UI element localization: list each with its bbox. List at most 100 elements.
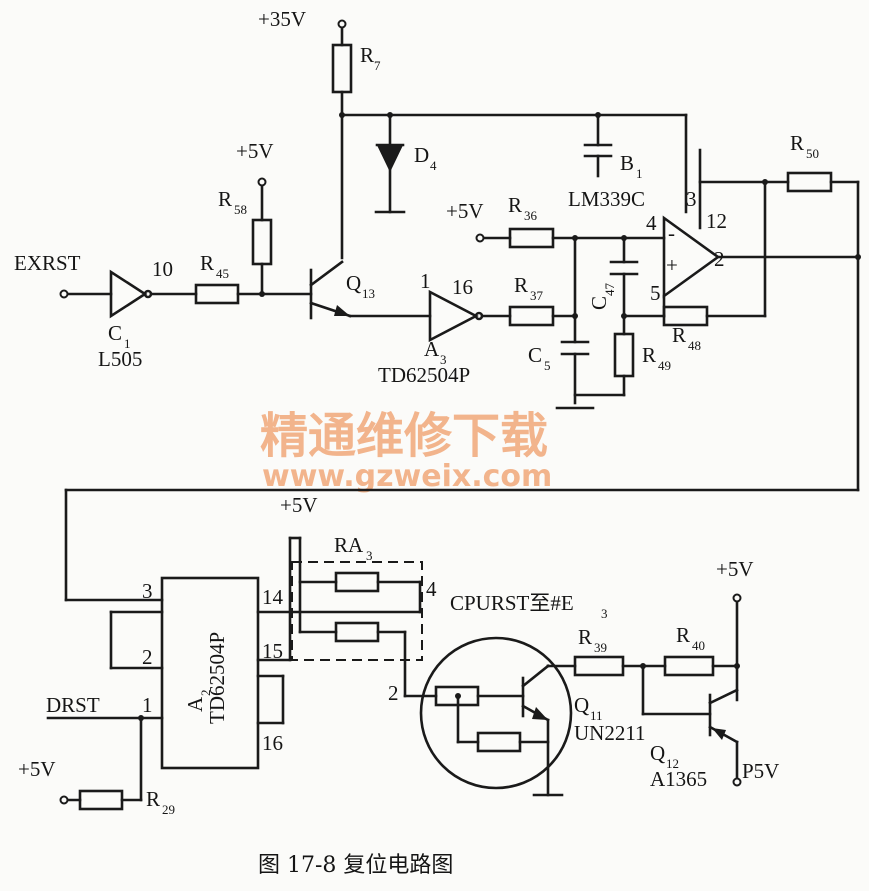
label-r40: R [676,623,690,647]
watermark: 精通维修下载 www.gzweix.com [260,408,552,494]
label-a3-pin1: 1 [420,269,431,293]
label-c1: C [108,321,122,345]
label-5v-c: +5V [280,493,318,517]
resistor-ra3-1 [334,571,380,593]
label-op-pin12: 12 [706,209,727,233]
label-a2-pin14: 14 [262,585,284,609]
label-a3-sub: 3 [440,352,447,367]
label-5v-d: +5V [18,757,56,781]
terminals [59,19,742,805]
label-r58-sub: 58 [234,202,247,217]
label-a2-sub: 2 [198,690,213,697]
resistor-ra3-2 [334,621,380,643]
label-a3-pin16: 16 [452,275,473,299]
label-lm339c: LM339C [568,187,645,211]
label-l505: L505 [98,347,142,371]
label-a2-pin16: 16 [262,731,283,755]
label-a3: A [424,337,440,361]
label-p5v: P5V [742,759,779,783]
resistor-r37 [508,305,555,327]
label-r50-sub: 50 [806,146,819,161]
label-cpurst: CPURST至#E [450,591,574,615]
resistor-q11-be [476,731,522,753]
resistor-r49 [613,332,635,378]
resistor-r29 [78,789,124,811]
label-op-minus: - [668,221,675,245]
label-ra3-sub: 3 [366,548,373,563]
diode-d4 [376,144,404,173]
label-r7: R [360,43,374,67]
label-r45-sub: 45 [216,266,229,281]
label-exrst: EXRST [14,251,81,275]
label-b1: B [620,151,634,175]
label-q12-sub: 12 [666,756,679,771]
label-ra3: RA [334,533,364,557]
watermark-title: 精通维修下载 [260,408,548,464]
figure-caption: 图 17-8 复位电路图 [258,853,453,878]
label-d4-sub: 4 [430,158,437,173]
labels: +35V R 7 D 4 B 1 LM339C +5V R 58 EXRST 1… [14,7,819,817]
label-c5-sub: 5 [544,358,551,373]
label-a2-pin2: 2 [142,645,153,669]
label-q13: Q [346,271,361,295]
junction-dots [138,112,861,721]
label-r36-sub: 36 [524,208,538,223]
label-r48: R [672,323,686,347]
label-ra3-pin4: 4 [426,577,437,601]
label-c5: C [528,343,542,367]
q11-emitter-arrow [532,707,548,720]
label-a3-part: TD62504P [378,363,470,387]
label-5v-b: +5V [446,199,484,223]
label-r45: R [200,251,214,275]
ra3-package-outline [291,561,423,661]
label-cpurst-sub: 3 [601,606,608,621]
label-op-pin3: 3 [686,187,697,211]
ic-a2 [160,576,260,770]
label-op-plus: + [666,253,678,277]
resistor-r36 [508,227,555,249]
label-r50: R [790,131,804,155]
resistor-r50 [786,171,833,193]
label-q12: Q [650,741,665,765]
resistor-r7 [331,43,353,94]
resistor-r39 [573,655,625,677]
label-c47: C [587,296,611,310]
top-wiring [64,24,860,602]
label-q11-sub: 11 [590,708,603,723]
q13-emitter-arrow [334,305,350,316]
bottom-wiring [46,536,739,811]
watermark-url: www.gzweix.com [262,459,552,494]
q12-emitter-arrow [712,728,726,740]
label-op-pin4: 4 [646,211,657,235]
label-r39: R [578,625,592,649]
resistor-r58 [251,218,273,266]
label-d4: D [414,143,429,167]
label-a2-pin15: 15 [262,639,283,663]
label-drst: DRST [46,693,100,717]
label-r39-sub: 39 [594,640,607,655]
label-r37-sub: 37 [530,288,544,303]
label-c1-sub: 1 [124,336,131,351]
label-un2211: UN2211 [574,721,646,745]
label-5v-e: +5V [716,557,754,581]
label-r48-sub: 48 [688,338,701,353]
label-c47-sub: 47 [602,283,617,297]
label-r37: R [514,273,528,297]
label-a2: A [183,696,207,712]
label-op-pin2: 2 [714,247,725,271]
label-r49-sub: 49 [658,358,671,373]
label-35v: +35V [258,7,306,31]
label-q11: Q [574,693,589,717]
label-r49: R [642,343,656,367]
label-a1365: A1365 [650,767,707,791]
label-op-pin5: 5 [650,281,661,305]
resistor-r45 [194,283,240,305]
label-r36: R [508,193,522,217]
label-r7-sub: 7 [374,58,381,73]
resistor-r40 [663,655,715,677]
label-pin10: 10 [152,257,173,281]
label-r29: R [146,787,160,811]
label-5v-a: +5V [236,139,274,163]
label-r29-sub: 29 [162,802,175,817]
